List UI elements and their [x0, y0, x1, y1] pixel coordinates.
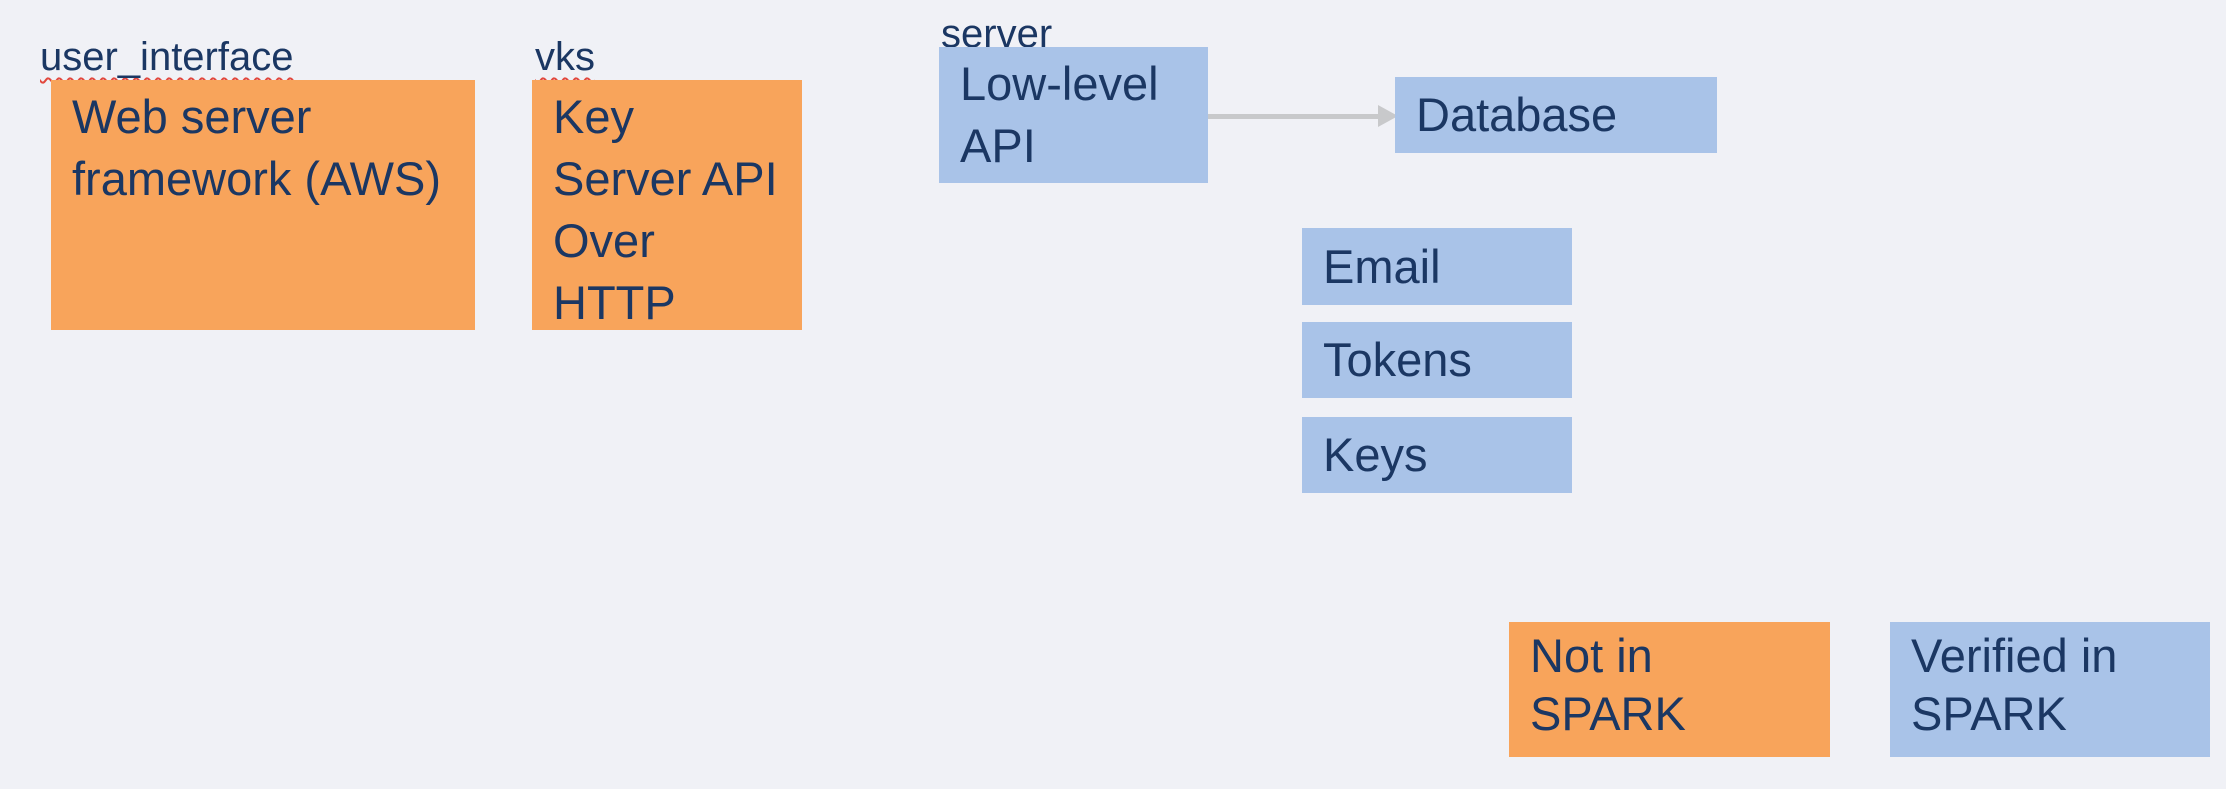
- legend-verified-in-spark[interactable]: Verified in SPARK: [1890, 622, 2210, 757]
- legend-not-in-spark[interactable]: Not in SPARK: [1509, 622, 1830, 757]
- node-low-level-api[interactable]: Low-level API: [939, 47, 1208, 183]
- node-database[interactable]: Database: [1395, 77, 1717, 153]
- arrow-head-icon: [1378, 105, 1398, 127]
- node-web-server-framework[interactable]: Web server framework (AWS): [51, 80, 475, 330]
- node-tokens[interactable]: Tokens: [1302, 322, 1572, 398]
- node-key-server-api[interactable]: Key Server API Over HTTP: [532, 80, 802, 330]
- label-user-interface[interactable]: user_interface: [40, 35, 294, 79]
- arrow-line: [1208, 114, 1380, 119]
- label-vks[interactable]: vks: [535, 35, 595, 79]
- node-keys[interactable]: Keys: [1302, 417, 1572, 493]
- node-email[interactable]: Email: [1302, 228, 1572, 305]
